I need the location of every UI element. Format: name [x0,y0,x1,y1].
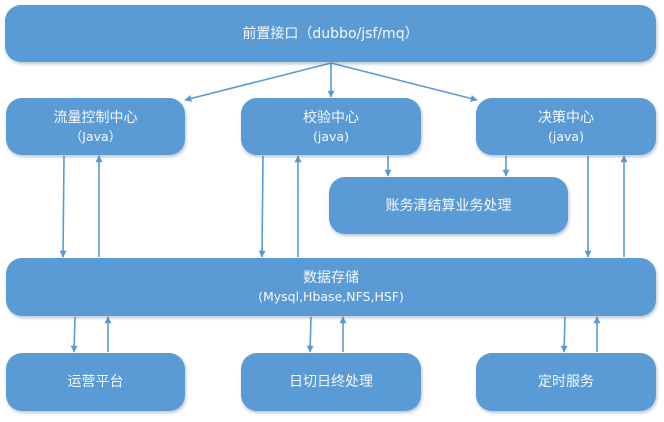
node-label: 账务清结算业务处理 [385,197,512,214]
node-sublabel: (java) [313,128,349,144]
arrow-verification-to-data-storage [258,155,266,258]
node-data-storage: 数据存储 (Mysql,Hbase,NFS,HSF) [6,258,656,316]
node-label: 决策中心 [538,109,594,126]
node-label: 流量控制中心 [53,109,138,126]
arrow-data-storage-to-scheduled [560,316,568,353]
node-label: 前置接口（dubbo/jsf/mq） [242,25,419,42]
node-decision: 决策中心 (java) [476,98,656,155]
node-flow-control: 流量控制中心 （Java） [6,98,185,155]
node-operations: 运营平台 [6,353,185,411]
node-label: 定时服务 [538,374,594,390]
arrow-flow-control-to-data-storage [59,155,67,258]
arrow-front-interface-to-decision [330,62,478,102]
arrow-front-interface-to-flow-control [184,62,332,102]
node-verification: 校验中心 (java) [241,98,421,155]
node-sublabel: (java) [548,128,584,144]
node-label: 校验中心 [303,109,359,126]
node-label: 数据存储 [303,270,359,286]
node-day-end: 日切日终处理 [241,353,421,411]
node-label: 运营平台 [67,374,124,390]
node-sublabel: （Java） [69,128,122,144]
node-sublabel: (Mysql,Hbase,NFS,HSF) [258,289,404,304]
node-settlement: 账务清结算业务处理 [329,177,568,234]
arrow-data-storage-to-day-end [306,316,314,353]
node-scheduled: 定时服务 [476,353,656,411]
node-label: 日切日终处理 [289,374,373,390]
node-front-interface: 前置接口（dubbo/jsf/mq） [5,5,656,62]
arrow-data-storage-to-operations [70,316,78,353]
